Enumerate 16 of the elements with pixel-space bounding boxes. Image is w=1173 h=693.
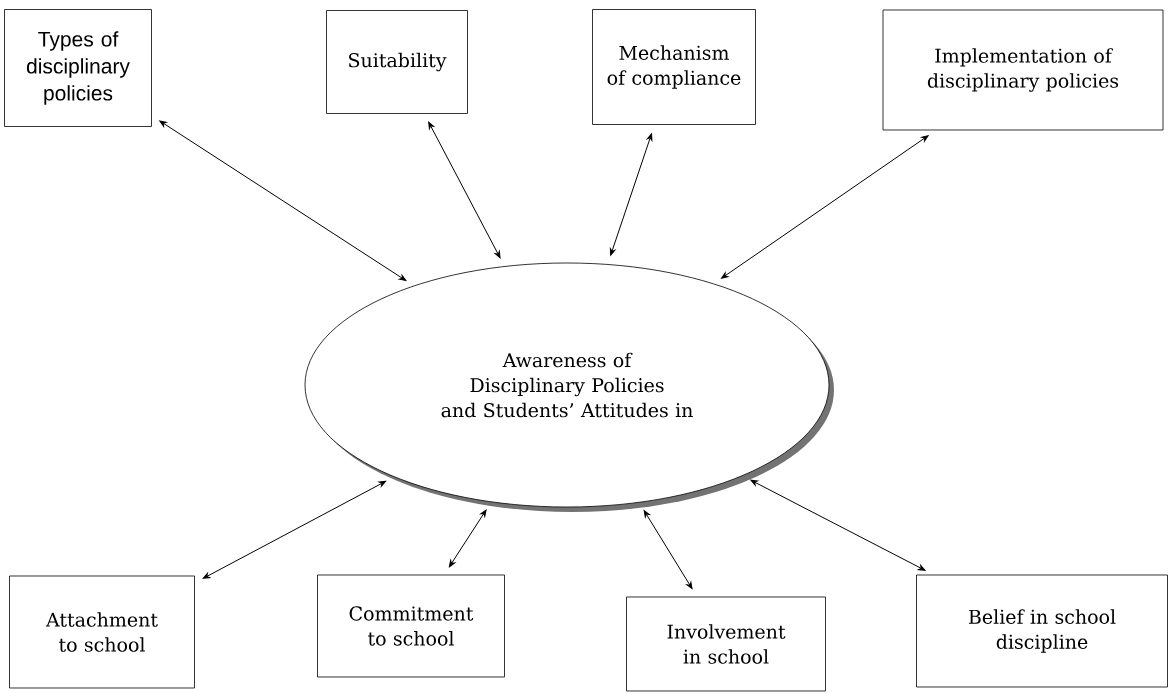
- concept-box: Belief in school discipline: [916, 574, 1168, 688]
- double-arrow: [428, 121, 501, 259]
- double-arrow: [721, 135, 929, 279]
- concept-box: Types of disciplinary policies: [4, 9, 152, 127]
- concept-box: Implementation of disciplinary policies: [882, 9, 1164, 131]
- double-arrow: [448, 509, 487, 568]
- double-arrow: [750, 479, 926, 571]
- concept-box: Commitment to school: [317, 574, 505, 678]
- double-arrow: [202, 480, 387, 579]
- concept-box: Attachment to school: [9, 575, 195, 689]
- concept-box: Mechanism of compliance: [592, 9, 756, 125]
- concept-box: Involvement in school: [626, 596, 826, 692]
- double-arrow: [159, 120, 407, 282]
- concept-box: Suitability: [326, 10, 468, 114]
- double-arrow: [643, 510, 693, 590]
- double-arrow: [609, 133, 653, 256]
